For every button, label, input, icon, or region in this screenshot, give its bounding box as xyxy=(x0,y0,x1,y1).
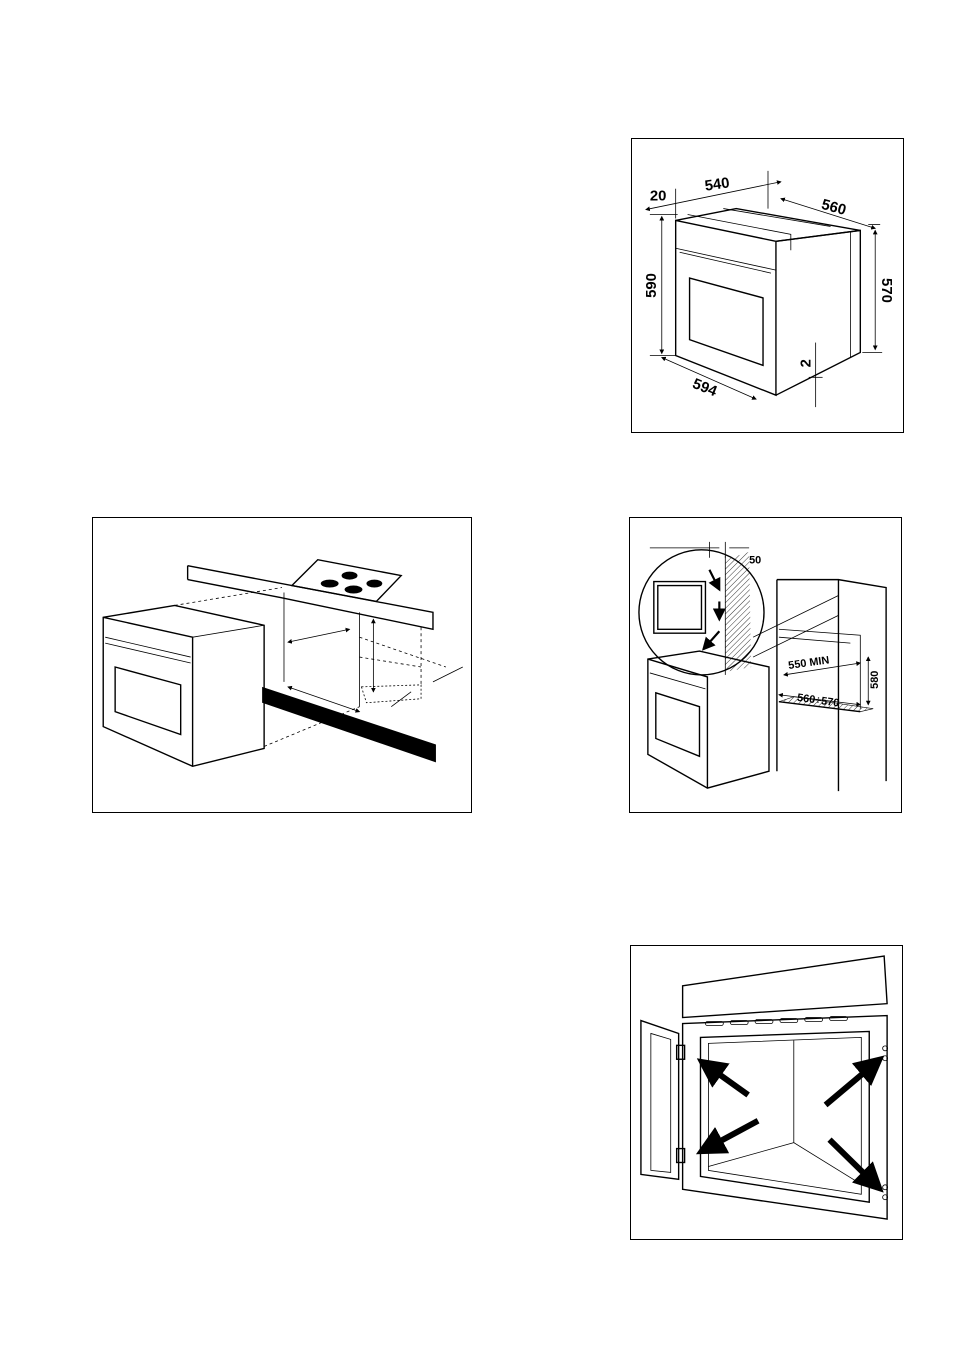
oven-window xyxy=(115,667,181,735)
dim-label-560: 560 xyxy=(820,197,848,219)
dim-label-550-min: 550 MIN xyxy=(788,654,831,672)
hinge-top xyxy=(677,1045,685,1059)
hob-plate-2 xyxy=(342,572,358,580)
control-panel xyxy=(683,956,887,1018)
oven-frame xyxy=(683,1016,887,1219)
dim-label-570: 570 xyxy=(878,278,894,303)
hinge-bottom xyxy=(677,1149,685,1163)
column-install-figure: 50 550 MIN 580 560÷570 xyxy=(629,517,902,813)
fixing-screws-drawing xyxy=(631,946,902,1239)
oven-front xyxy=(676,220,776,395)
column-install-drawing: 50 550 MIN 580 560÷570 xyxy=(630,518,901,812)
dim-label-580: 580 xyxy=(869,671,881,689)
oven-window xyxy=(690,278,763,365)
hob xyxy=(292,560,401,602)
pointer-arrows xyxy=(706,1063,875,1184)
dim-label-50: 50 xyxy=(749,555,761,567)
oven-dimensions-figure: 20 540 560 590 570 2 594 xyxy=(631,138,904,433)
hob-plate-3 xyxy=(345,586,363,594)
oven-dimensions-drawing: 20 540 560 590 570 2 594 xyxy=(632,139,903,432)
oven-door xyxy=(641,1021,679,1180)
undercounter-install-drawing xyxy=(93,518,471,812)
undercounter-install-figure xyxy=(92,517,472,813)
fixing-screws-figure xyxy=(630,945,903,1240)
hob-plate-4 xyxy=(366,580,382,588)
cabinet-floor xyxy=(262,687,436,762)
dim-label-2: 2 xyxy=(799,359,815,367)
oven-body xyxy=(648,651,769,788)
hob-plate-1 xyxy=(321,580,339,588)
dim-label-20: 20 xyxy=(650,189,667,205)
dim-label-594: 594 xyxy=(690,376,720,400)
dim-label-590: 590 xyxy=(644,273,660,298)
dim-label-540: 540 xyxy=(704,175,731,194)
oven-side xyxy=(776,230,860,395)
oven-window xyxy=(656,693,700,757)
